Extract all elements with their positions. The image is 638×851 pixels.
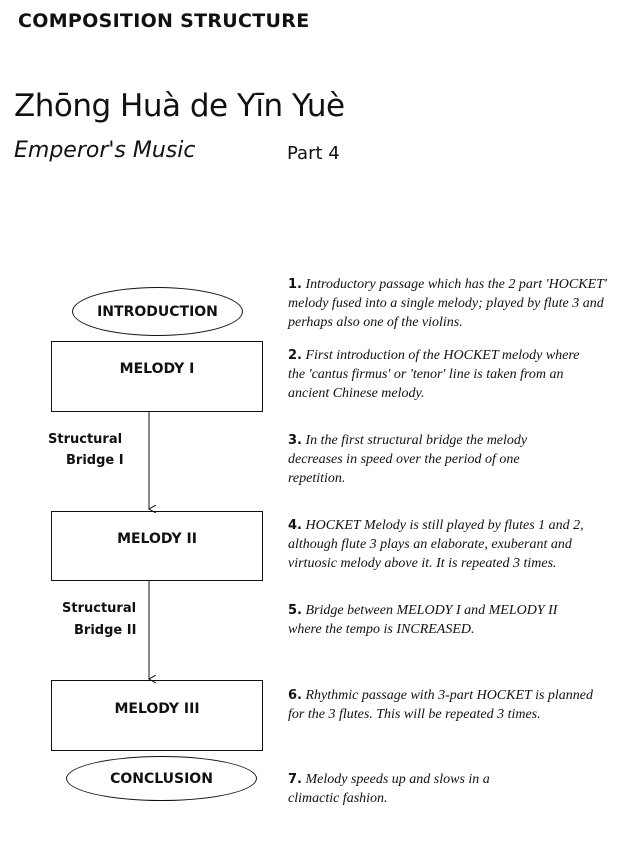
bridge-2-label-line2: Bridge II	[74, 623, 137, 638]
introduction-ellipse: INTRODUCTION	[72, 287, 243, 336]
note-2: 2. First introduction of the HOCKET melo…	[288, 348, 580, 401]
melody-2-box: MELODY II	[51, 511, 263, 581]
bridge-1-label-line2: Bridge I	[66, 453, 124, 468]
note-6: 6. Rhythmic passage with 3-part HOCKET i…	[288, 688, 594, 722]
conclusion-ellipse: CONCLUSION	[66, 756, 257, 801]
bridge-1-label-line1: Structural	[48, 432, 123, 447]
part-label: Part 4	[287, 143, 340, 164]
note-4: 4. HOCKET Melody is still played by flut…	[288, 518, 584, 571]
note-5: 5. Bridge between MELODY I and MELODY II…	[288, 603, 558, 637]
note-3: 3. In the first structural bridge the me…	[288, 433, 528, 486]
subtitle: Emperor's Music	[14, 138, 196, 163]
melody-3-box: MELODY III	[51, 680, 263, 751]
title: Zhōng Huà de Yīn Yuè	[14, 88, 345, 124]
note-1: 1. Introductory passage which has the 2 …	[288, 277, 607, 330]
note-7: 7. Melody speeds up and slows in a clima…	[288, 772, 490, 806]
melody-1-box: MELODY I	[51, 341, 263, 412]
bridge-2-label-line1: Structural	[62, 601, 137, 616]
heading: COMPOSITION STRUCTURE	[18, 10, 310, 32]
